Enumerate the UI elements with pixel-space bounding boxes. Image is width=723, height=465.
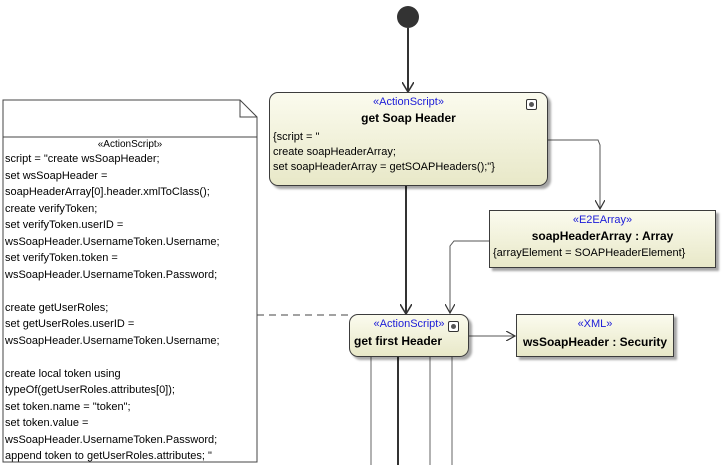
script-marker-icon: [526, 99, 537, 110]
note-line: set verifyToken.token =: [5, 252, 118, 264]
note-line: set verifyToken.userID =: [5, 219, 124, 231]
note-stereotype: «ActionScript»: [97, 139, 163, 150]
note-line: set token.name = "token";: [5, 400, 131, 413]
note-line: soapHeaderArray[0].header.xmlToClass();: [5, 186, 210, 198]
note-line: wsSoapHeader.UsernameToken.Username;: [5, 235, 220, 248]
note-line: [5, 283, 220, 300]
action-get-soap-header[interactable]: «ActionScript» get Soap Header {script =…: [269, 92, 548, 186]
note-line: wsSoapHeader.UsernameToken.Password;: [5, 433, 218, 446]
object-body: {arrayElement = SOAPHeaderElement}: [490, 246, 715, 261]
object-node-soap-header-array[interactable]: «E2EArray» soapHeaderArray : Array {arra…: [489, 210, 716, 268]
object-node-ws-soap-header[interactable]: «XML» wsSoapHeader : Security: [516, 314, 674, 357]
action-name: get first Header: [354, 334, 443, 348]
action-body-line: create soapHeaderArray;: [273, 146, 396, 158]
note-body: script = "create wsSoapHeader; set wsSoap…: [5, 151, 220, 465]
action-get-first-header[interactable]: «ActionScript» get first Header: [349, 314, 469, 357]
action-stereotype: «ActionScript»: [373, 318, 445, 330]
action-body-line: {script = ": [273, 131, 320, 143]
action-name: get Soap Header: [361, 111, 456, 125]
object-flow-to-soap-header-array[interactable]: [548, 139, 600, 209]
note-line: append token to getUserRoles.attributes;…: [5, 450, 212, 462]
object-stereotype: «E2EArray»: [572, 214, 633, 226]
script-marker-icon: [448, 321, 459, 332]
note-line: set getUserRoles.userID =: [5, 318, 135, 330]
note-line: create verifyToken;: [5, 202, 98, 215]
note-fold: [239, 100, 257, 118]
note-line: typeOf(getUserRoles.attributes[0]);: [5, 384, 175, 396]
object-name: soapHeaderArray : Array: [531, 229, 674, 243]
note-line: wsSoapHeader.UsernameToken.Username;: [5, 334, 220, 347]
initial-node[interactable]: [397, 6, 419, 28]
note-line: set token.value =: [5, 417, 89, 429]
action-body: {script = " create soapHeaderArray; set so…: [270, 130, 547, 175]
object-name: wsSoapHeader : Security: [522, 335, 668, 349]
object-flow-array-to-get-first-header[interactable]: [450, 240, 489, 313]
note-line: set wsSoapHeader =: [5, 169, 108, 182]
note-line: script = "create wsSoapHeader;: [5, 153, 160, 165]
note-shape: [2, 99, 258, 463]
action-body-line: set soapHeaderArray = getSOAPHeaders();"…: [273, 161, 495, 173]
object-stereotype: «XML»: [577, 318, 613, 330]
note-line: create local token using: [5, 367, 121, 380]
action-stereotype: «ActionScript»: [373, 96, 444, 108]
note-line: create getUserRoles;: [5, 301, 109, 314]
object-body-line: {arrayElement = SOAPHeaderElement}: [493, 247, 686, 259]
note-line: wsSoapHeader.UsernameToken.Password;: [5, 268, 218, 281]
note-line: [5, 349, 220, 366]
